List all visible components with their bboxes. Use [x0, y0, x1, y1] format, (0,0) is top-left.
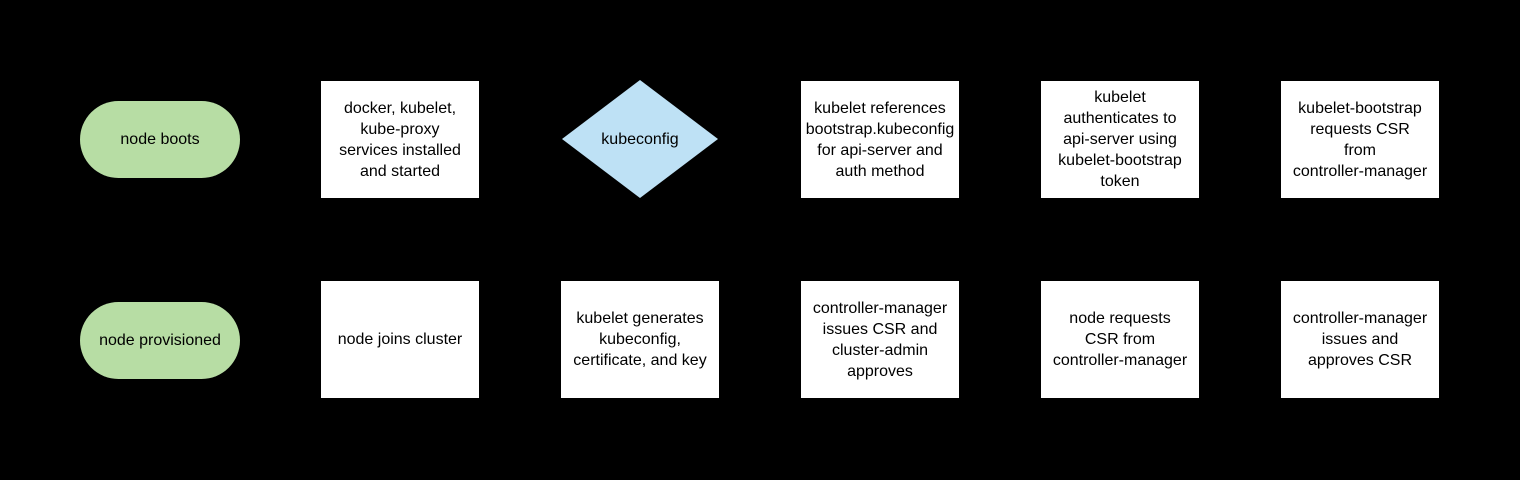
node-label: controller-manager issues and approves C…	[1292, 310, 1428, 369]
process-cm-issues-and-approves-csr: controller-manager issues and approves C…	[1281, 281, 1439, 398]
node-label: node joins cluster	[337, 331, 463, 348]
node-label: node provisioned	[99, 332, 221, 349]
node-label: controller-manager issues CSR and cluste…	[812, 299, 948, 380]
node-label: node boots	[120, 131, 200, 148]
process-node-joins-cluster: node joins cluster	[321, 281, 479, 398]
process-node-requests-csr: node requests CSR from controller-manage…	[1041, 281, 1199, 398]
process-cm-issues-csr-admin-approves: controller-manager issues CSR and cluste…	[801, 281, 959, 398]
process-authenticates-with-token: kubelet authenticates to api-server usin…	[1041, 81, 1199, 198]
process-services-installed: docker, kubelet, kube-proxy services ins…	[321, 81, 479, 198]
node-label: kubeconfig	[601, 130, 679, 148]
process-bootstrap-requests-csr: kubelet-bootstrap requests CSR from cont…	[1281, 81, 1439, 198]
node-label: kubelet references bootstrap.kubeconfig …	[805, 99, 955, 180]
process-references-bootstrap-kubeconfig: kubelet references bootstrap.kubeconfig …	[801, 81, 959, 198]
terminator-node-provisioned: node provisioned	[80, 302, 240, 379]
node-label: docker, kubelet, kube-proxy services ins…	[339, 99, 461, 180]
node-label: node requests CSR from controller-manage…	[1052, 310, 1188, 369]
process-kubelet-generates-kubeconfig: kubelet generates kubeconfig, certificat…	[561, 281, 719, 398]
node-label: kubelet-bootstrap requests CSR from cont…	[1292, 99, 1428, 180]
node-label: kubelet generates kubeconfig, certificat…	[573, 310, 707, 369]
node-label: kubelet authenticates to api-server usin…	[1058, 89, 1182, 190]
terminator-node-boots: node boots	[80, 101, 240, 178]
decision-kubeconfig: kubeconfig	[562, 80, 718, 198]
